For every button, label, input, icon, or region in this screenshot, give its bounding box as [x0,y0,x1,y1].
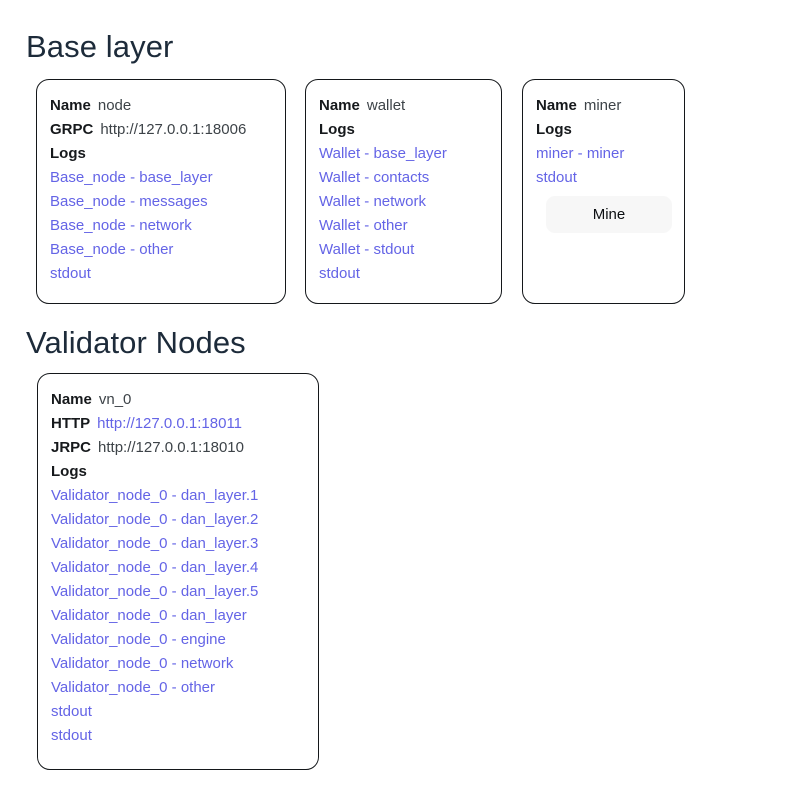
field-value-name: vn_0 [98,391,132,408]
log-link[interactable]: Validator_node_0 - dan_layer.5 [51,583,259,600]
section-title-base-layer: Base layer [26,29,174,64]
card-validator-vn-0: Name vn_0 HTTP http://127.0.0.1:18011 JR… [37,373,319,770]
field-value-name: node [97,97,132,114]
logs-label: Logs [50,145,86,162]
field-label-http: HTTP [51,415,91,432]
log-link-list: miner - miner stdout [536,142,671,190]
field-row-grpc: GRPC http://127.0.0.1:18006 [50,118,272,142]
log-link[interactable]: Wallet - stdout [319,241,415,258]
mine-button[interactable]: Mine [546,196,672,233]
log-link[interactable]: stdout [51,703,92,720]
field-row-name: Name miner [536,94,671,118]
card-node: Name node GRPC http://127.0.0.1:18006 Lo… [36,79,286,304]
log-link[interactable]: Base_node - messages [50,193,208,210]
log-link[interactable]: stdout [51,727,92,744]
card-miner: Name miner Logs miner - miner stdout Min… [522,79,685,304]
log-link-list: Base_node - base_layer Base_node - messa… [50,166,272,286]
log-link[interactable]: Base_node - base_layer [50,169,213,186]
log-link[interactable]: Validator_node_0 - dan_layer.3 [51,535,259,552]
log-link-list: Wallet - base_layer Wallet - contacts Wa… [319,142,488,286]
field-label-name: Name [319,97,360,114]
log-link[interactable]: Validator_node_0 - engine [51,631,226,648]
log-link[interactable]: Validator_node_0 - network [51,655,234,672]
log-link[interactable]: Base_node - other [50,241,174,258]
field-value-jrpc: http://127.0.0.1:18010 [98,439,244,456]
logs-label: Logs [319,121,355,138]
log-link[interactable]: Wallet - network [319,193,426,210]
log-link[interactable]: stdout [319,265,360,282]
field-label-grpc: GRPC [50,121,94,138]
field-row-name: Name vn_0 [51,388,305,412]
log-link[interactable]: Validator_node_0 - dan_layer [51,607,247,624]
log-link[interactable]: Wallet - other [319,217,408,234]
field-label-name: Name [51,391,92,408]
log-link[interactable]: Validator_node_0 - dan_layer.1 [51,487,259,504]
field-value-name: miner [583,97,622,114]
log-link-list: Validator_node_0 - dan_layer.1 Validator… [51,484,305,748]
section-title-validator-nodes: Validator Nodes [26,325,246,360]
field-label-name: Name [536,97,577,114]
log-link[interactable]: stdout [536,169,577,186]
log-link[interactable]: Wallet - base_layer [319,145,447,162]
log-link[interactable]: stdout [50,265,91,282]
log-link[interactable]: Validator_node_0 - dan_layer.2 [51,511,259,528]
card-wallet: Name wallet Logs Wallet - base_layer Wal… [305,79,502,304]
log-link[interactable]: miner - miner [536,145,625,162]
logs-label: Logs [536,121,572,138]
log-link[interactable]: Wallet - contacts [319,169,430,186]
field-row-http: HTTP http://127.0.0.1:18011 [51,412,305,436]
field-label-name: Name [50,97,91,114]
log-link[interactable]: Validator_node_0 - dan_layer.4 [51,559,259,576]
field-value-grpc: http://127.0.0.1:18006 [100,121,247,138]
log-link[interactable]: Base_node - network [50,217,192,234]
field-value-name: wallet [366,97,406,114]
log-link[interactable]: Validator_node_0 - other [51,679,216,696]
field-row-jrpc: JRPC http://127.0.0.1:18010 [51,436,305,460]
logs-label: Logs [51,463,87,480]
field-row-name: Name node [50,94,272,118]
field-label-jrpc: JRPC [51,439,92,456]
field-value-http-link[interactable]: http://127.0.0.1:18011 [97,415,243,432]
field-row-name: Name wallet [319,94,488,118]
